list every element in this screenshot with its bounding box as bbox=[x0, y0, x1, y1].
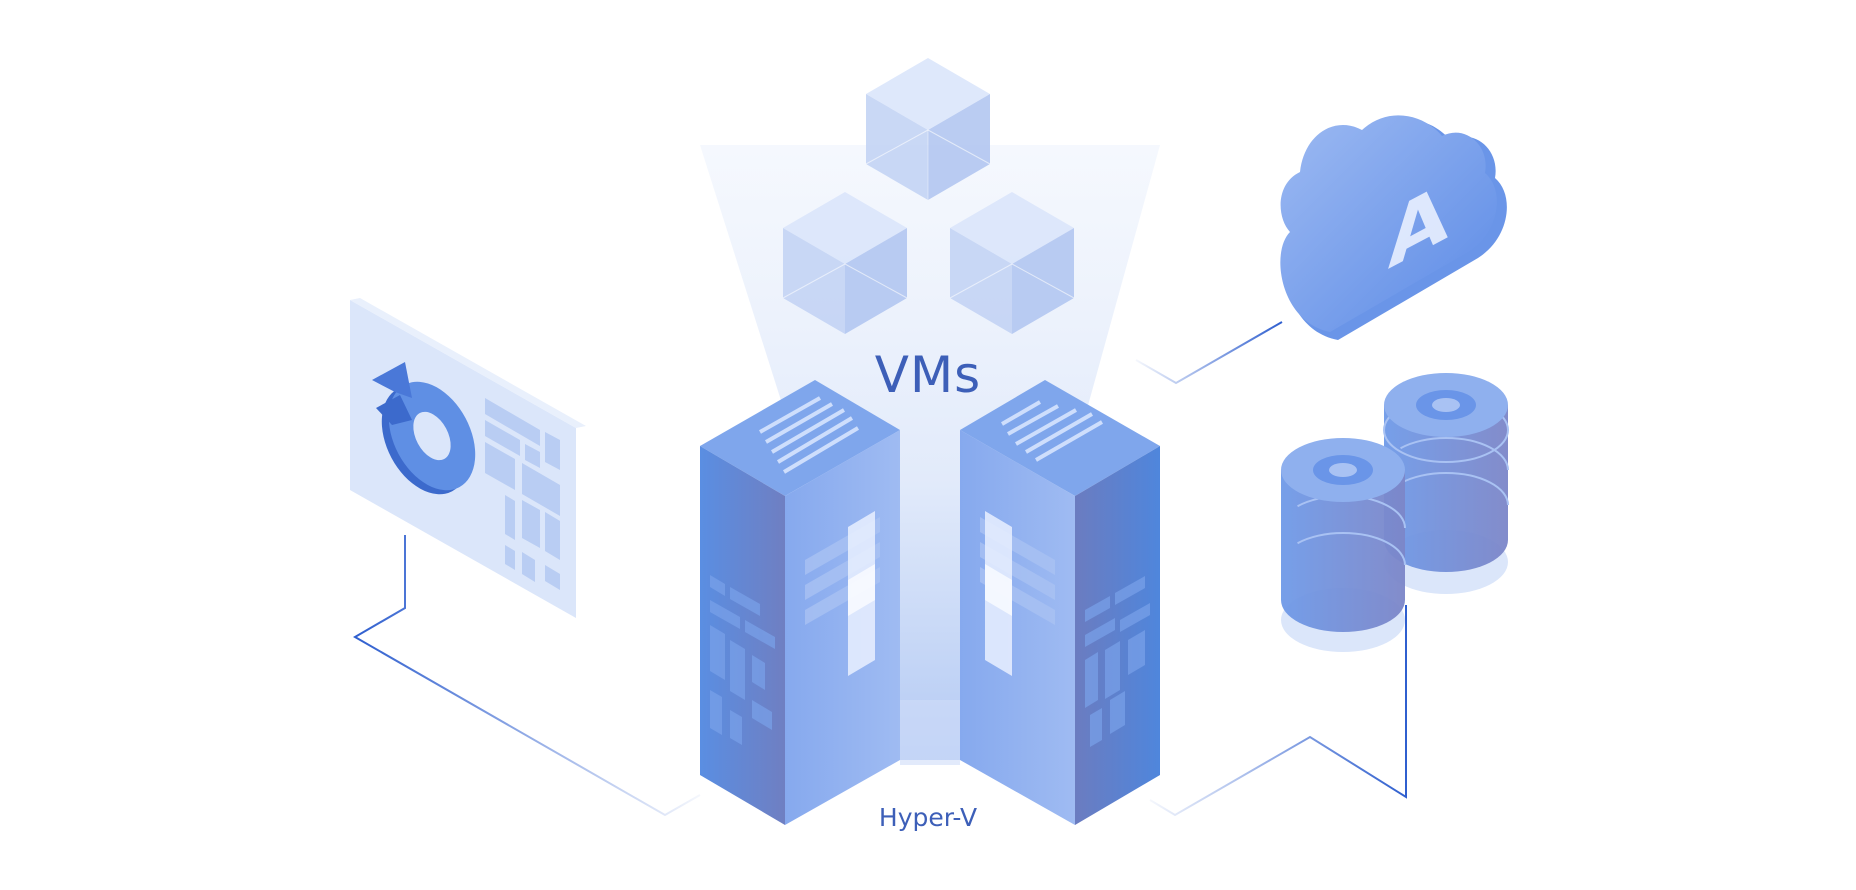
connector-database-to-server bbox=[1149, 605, 1407, 817]
vm-cube-icon bbox=[782, 192, 908, 334]
vms-label: VMs bbox=[875, 346, 981, 404]
vm-cube-icon bbox=[949, 192, 1075, 334]
connectors bbox=[352, 321, 1407, 817]
server-rack-icon bbox=[960, 380, 1160, 825]
connector-backup-to-server bbox=[352, 535, 701, 817]
backup-panel bbox=[350, 298, 586, 618]
cloud-storage-icon: A bbox=[1280, 115, 1507, 340]
hyper-v-label: Hyper-V bbox=[879, 803, 977, 832]
vm-cube-icon bbox=[865, 58, 991, 200]
backup-restore-icon bbox=[372, 362, 476, 495]
database-icon bbox=[1280, 438, 1406, 652]
vm-cubes bbox=[782, 58, 1075, 334]
connector-cloud-to-server bbox=[1135, 321, 1283, 385]
database-icon bbox=[1383, 373, 1509, 594]
server-rack-icon bbox=[700, 380, 900, 825]
rack-gap-glow bbox=[900, 700, 960, 765]
